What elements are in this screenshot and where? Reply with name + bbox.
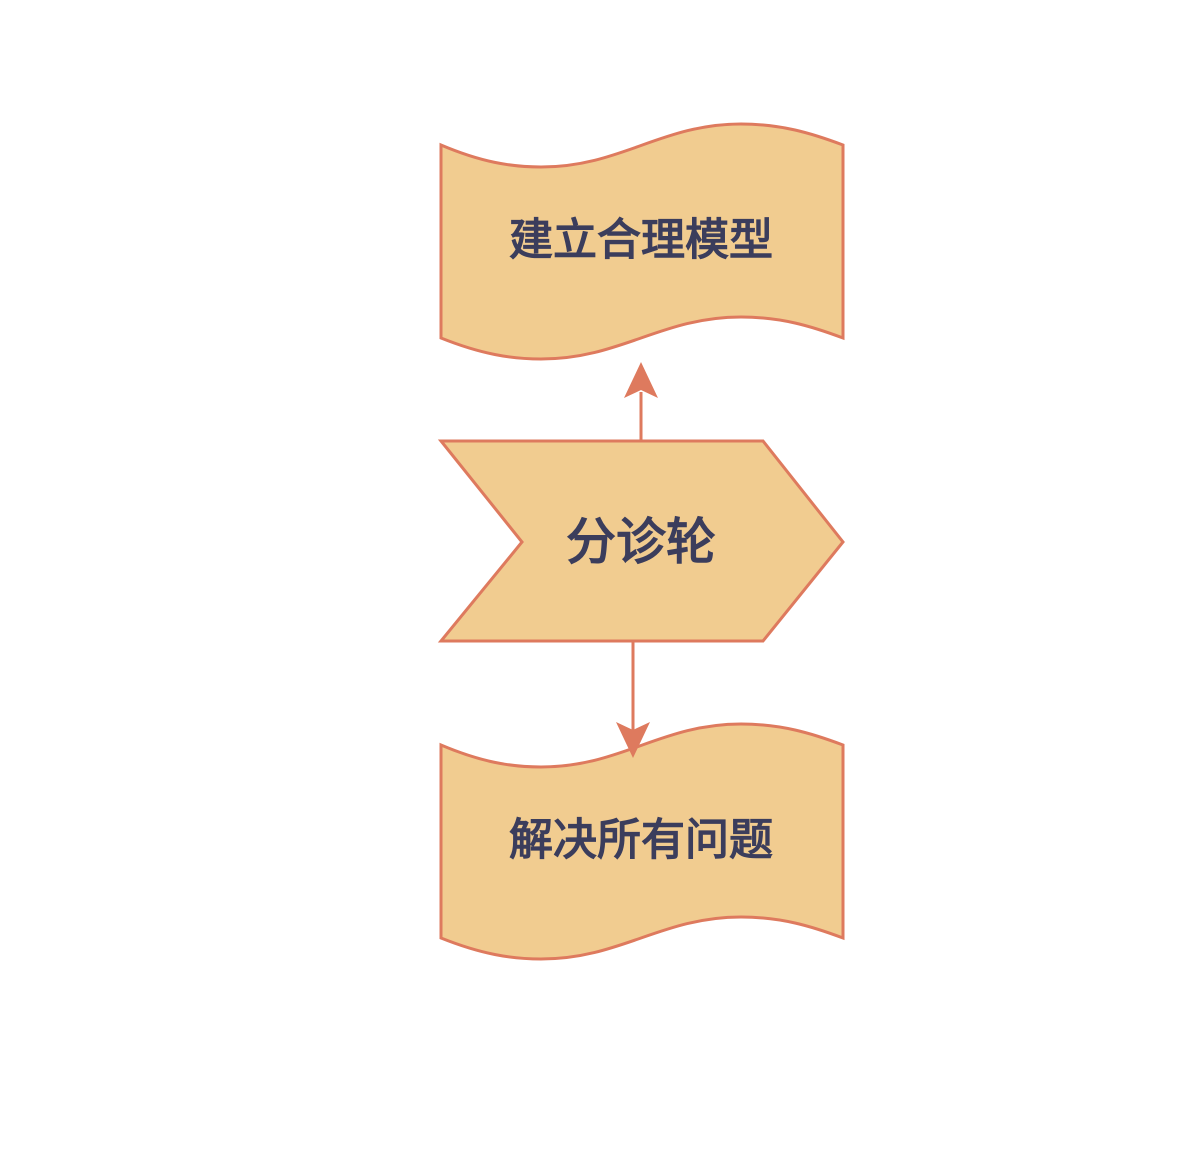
edge-center-to-bottom: [616, 641, 650, 758]
node-label: 建立合理模型: [509, 215, 773, 266]
node-label: 分诊轮: [566, 513, 716, 571]
node-label: 解决所有问题: [509, 815, 773, 866]
node-build-model[interactable]: 建立合理模型: [439, 122, 845, 361]
document-shape: [439, 122, 845, 361]
arrow-up-icon: [624, 362, 658, 398]
node-solve-all-problems[interactable]: 解决所有问题: [439, 722, 845, 961]
node-triage-wheel[interactable]: 分诊轮: [437, 439, 845, 643]
chevron-shape: [437, 439, 845, 643]
edge-center-to-top: [624, 362, 658, 441]
document-shape: [439, 722, 845, 961]
arrow-down-icon: [616, 722, 650, 758]
